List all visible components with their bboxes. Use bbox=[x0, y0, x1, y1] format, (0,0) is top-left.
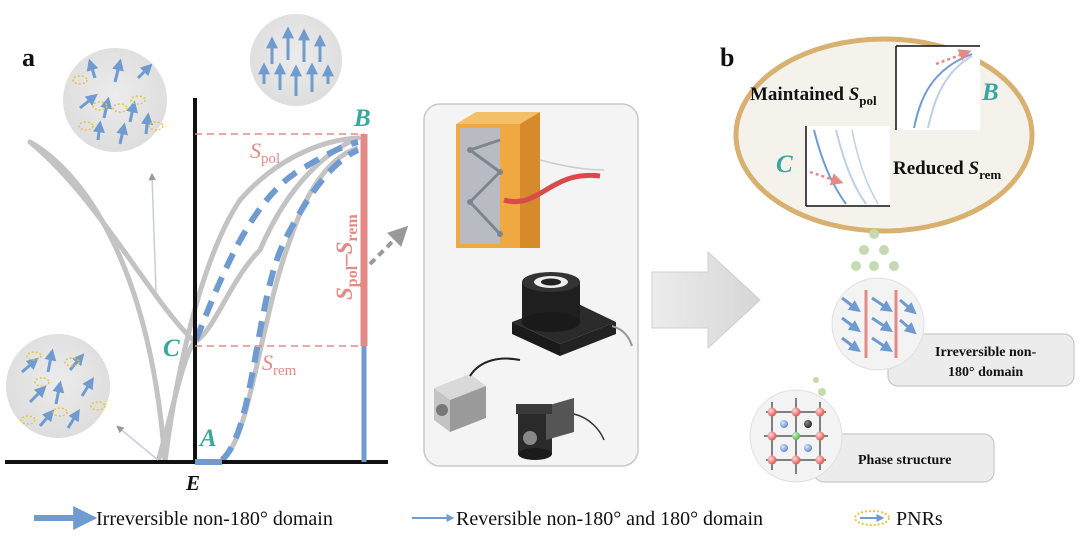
legend: Irreversible non-180° domain Reversible … bbox=[34, 506, 943, 530]
big-right-arrow-icon bbox=[651, 250, 761, 350]
irreversible-box-line1: Irreversible non- bbox=[935, 345, 1037, 360]
s-rem-label: Srem bbox=[262, 350, 297, 379]
point-C-label: C bbox=[163, 335, 180, 362]
arrow-field-icon-aligned bbox=[250, 14, 342, 106]
dot-trail-middle bbox=[813, 377, 826, 396]
inset-plot-reduced bbox=[805, 126, 890, 207]
spol-minus-srem-label: Spol–Srem bbox=[332, 214, 361, 300]
legend-reversible-label: Reversible non-180° and 180° domain bbox=[456, 508, 763, 530]
transfer-arrow bbox=[368, 225, 409, 266]
stack-actuator-icon bbox=[456, 112, 605, 248]
curve-blue-dashed-2 bbox=[219, 147, 360, 463]
dot-trail-top bbox=[851, 229, 899, 271]
inset-plot-maintained bbox=[895, 45, 980, 130]
round-sensor-icon bbox=[512, 272, 633, 356]
legend-irreversible-label: Irreversible non-180° domain bbox=[96, 508, 333, 530]
irreversible-domain-icon bbox=[831, 277, 925, 371]
reduced-srem-label: Reduced Srem bbox=[893, 158, 1001, 182]
panel-a-label: a bbox=[22, 43, 35, 72]
legend-pnr-icon bbox=[854, 510, 890, 526]
panel-b-label: b bbox=[720, 43, 734, 72]
point-A-label: A bbox=[198, 425, 217, 452]
phase-lattice-icon bbox=[749, 389, 843, 483]
point-B-label: B bbox=[353, 105, 371, 132]
device-icon-panel bbox=[423, 103, 639, 467]
curve-gray-lower bbox=[155, 340, 197, 463]
probe-sensor-icon bbox=[516, 398, 605, 460]
box-sensor-icon bbox=[434, 357, 521, 432]
arrow-field-icon-mixed-top bbox=[63, 48, 167, 152]
curve-blue-dashed-1 bbox=[193, 139, 359, 342]
s-pol-label: Spol bbox=[250, 138, 280, 167]
legend-pnrs-label: PNRs bbox=[896, 508, 943, 530]
irreversible-box-line2: 180° domain bbox=[948, 365, 1023, 380]
panel-b-point-C: C bbox=[776, 151, 793, 178]
phase-structure-label: Phase structure bbox=[858, 453, 951, 468]
maintained-spol-label: Maintained Spol bbox=[750, 84, 877, 108]
arrow-field-icon-mixed-bottom bbox=[6, 334, 110, 438]
pointer-line-top bbox=[148, 172, 157, 293]
point-E-label: E bbox=[185, 471, 200, 495]
panel-b-point-B: B bbox=[981, 79, 999, 106]
pointer-line-bottom bbox=[116, 425, 159, 461]
hysteresis-loop-inner bbox=[27, 135, 361, 346]
